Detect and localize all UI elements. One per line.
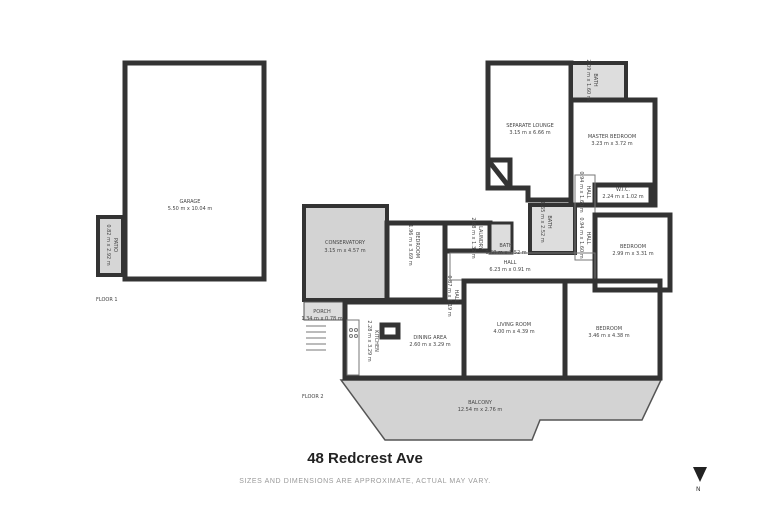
room-name: MASTER BEDROOM xyxy=(588,134,636,140)
room-name: PATIO xyxy=(112,238,118,252)
room-name: DINING AREA xyxy=(413,335,447,341)
room-dims: 0.94 m x 1.60 m xyxy=(578,171,584,212)
room-dims: 2.60 m x 3.29 m xyxy=(409,342,450,348)
room-dims: 2.09 m x 1.60 m xyxy=(585,59,591,100)
room-dims: 2.68 m x 1.32 m xyxy=(470,217,476,258)
room-dims: 0.68 m x 1.52 m xyxy=(485,250,526,256)
room-name: PORCH xyxy=(313,309,331,315)
room-dims: 3.15 m x 6.66 m xyxy=(509,130,550,136)
room-dims: 1.96 m x 3.69 m xyxy=(407,224,413,265)
room-dims: 2.28 m x 3.29 m xyxy=(366,320,372,361)
room-name: GARAGE xyxy=(180,199,201,205)
room-name: HALL xyxy=(585,232,591,245)
room-dims: 5.50 m x 10.04 m xyxy=(168,206,213,212)
porch-steps xyxy=(306,325,326,351)
room-name: W.I.C. xyxy=(616,187,631,193)
room-dims: 12.54 m x 2.76 m xyxy=(458,407,503,413)
room-name: BATH xyxy=(592,73,598,87)
room-labels: GARAGE 5.50 m x 10.04 m PATIO 0.82 m x 2… xyxy=(105,59,654,413)
room-dims: 0.87 m x 1.19 m xyxy=(446,275,452,316)
hall-vertical-room xyxy=(574,174,596,261)
room-name: HALL xyxy=(453,290,459,303)
room-name: LAUNDRY xyxy=(477,226,483,251)
room-name: CONSERVATORY xyxy=(325,240,366,246)
room-name: BEDROOM xyxy=(414,232,420,258)
room-name: BATH xyxy=(499,243,513,249)
disclaimer: SIZES AND DIMENSIONS ARE APPROXIMATE, AC… xyxy=(239,478,491,485)
room-name: KITCHEN xyxy=(373,330,379,352)
room-dims: 0.82 m x 2.92 m xyxy=(105,224,111,265)
room-dims: 1.34 m x 0.78 m xyxy=(301,316,342,322)
dining-room xyxy=(342,299,467,381)
room-dims: 3.46 m x 4.38 m xyxy=(588,333,629,339)
north-label: N xyxy=(696,486,701,493)
bedroom-bottom-room xyxy=(562,278,663,381)
room-dims: 3.23 m x 3.72 m xyxy=(591,141,632,147)
room-name: BEDROOM xyxy=(620,244,646,250)
north-arrow-icon xyxy=(693,467,707,482)
floor-2-label: FLOOR 2 xyxy=(302,394,324,400)
separate-lounge-wall-fill xyxy=(485,152,516,191)
kitchen-island xyxy=(379,322,401,340)
patio-room xyxy=(96,215,125,277)
room-dims: 0.94 m x 1.60 m xyxy=(578,217,584,258)
floor-1-label: FLOOR 1 xyxy=(96,297,118,303)
room-dims: 2.24 m x 1.02 m xyxy=(602,194,643,200)
room-dims: 6.23 m x 0.91 m xyxy=(489,267,530,273)
kitchen-counter xyxy=(346,319,360,376)
room-name: HALL xyxy=(504,260,517,266)
bath-2-room xyxy=(528,203,577,255)
bath-top-room xyxy=(569,61,628,102)
room-name: BATH xyxy=(546,215,552,229)
address-title: 48 Redcrest Ave xyxy=(307,450,423,467)
room-name: BALCONY xyxy=(468,400,493,406)
room-dims: 3.15 m x 4.57 m xyxy=(324,248,365,254)
room-name: HALL xyxy=(585,186,591,199)
room-name: SEPARATE LOUNGE xyxy=(506,123,554,129)
room-dims: 1.65 m x 2.52 m xyxy=(539,201,545,242)
room-dims: 2.99 m x 3.31 m xyxy=(612,251,653,257)
garage-room xyxy=(122,60,267,282)
room-name: LIVING ROOM xyxy=(497,322,531,328)
room-dims: 4.00 m x 4.39 m xyxy=(493,329,534,335)
room-name: BEDROOM xyxy=(596,326,622,332)
